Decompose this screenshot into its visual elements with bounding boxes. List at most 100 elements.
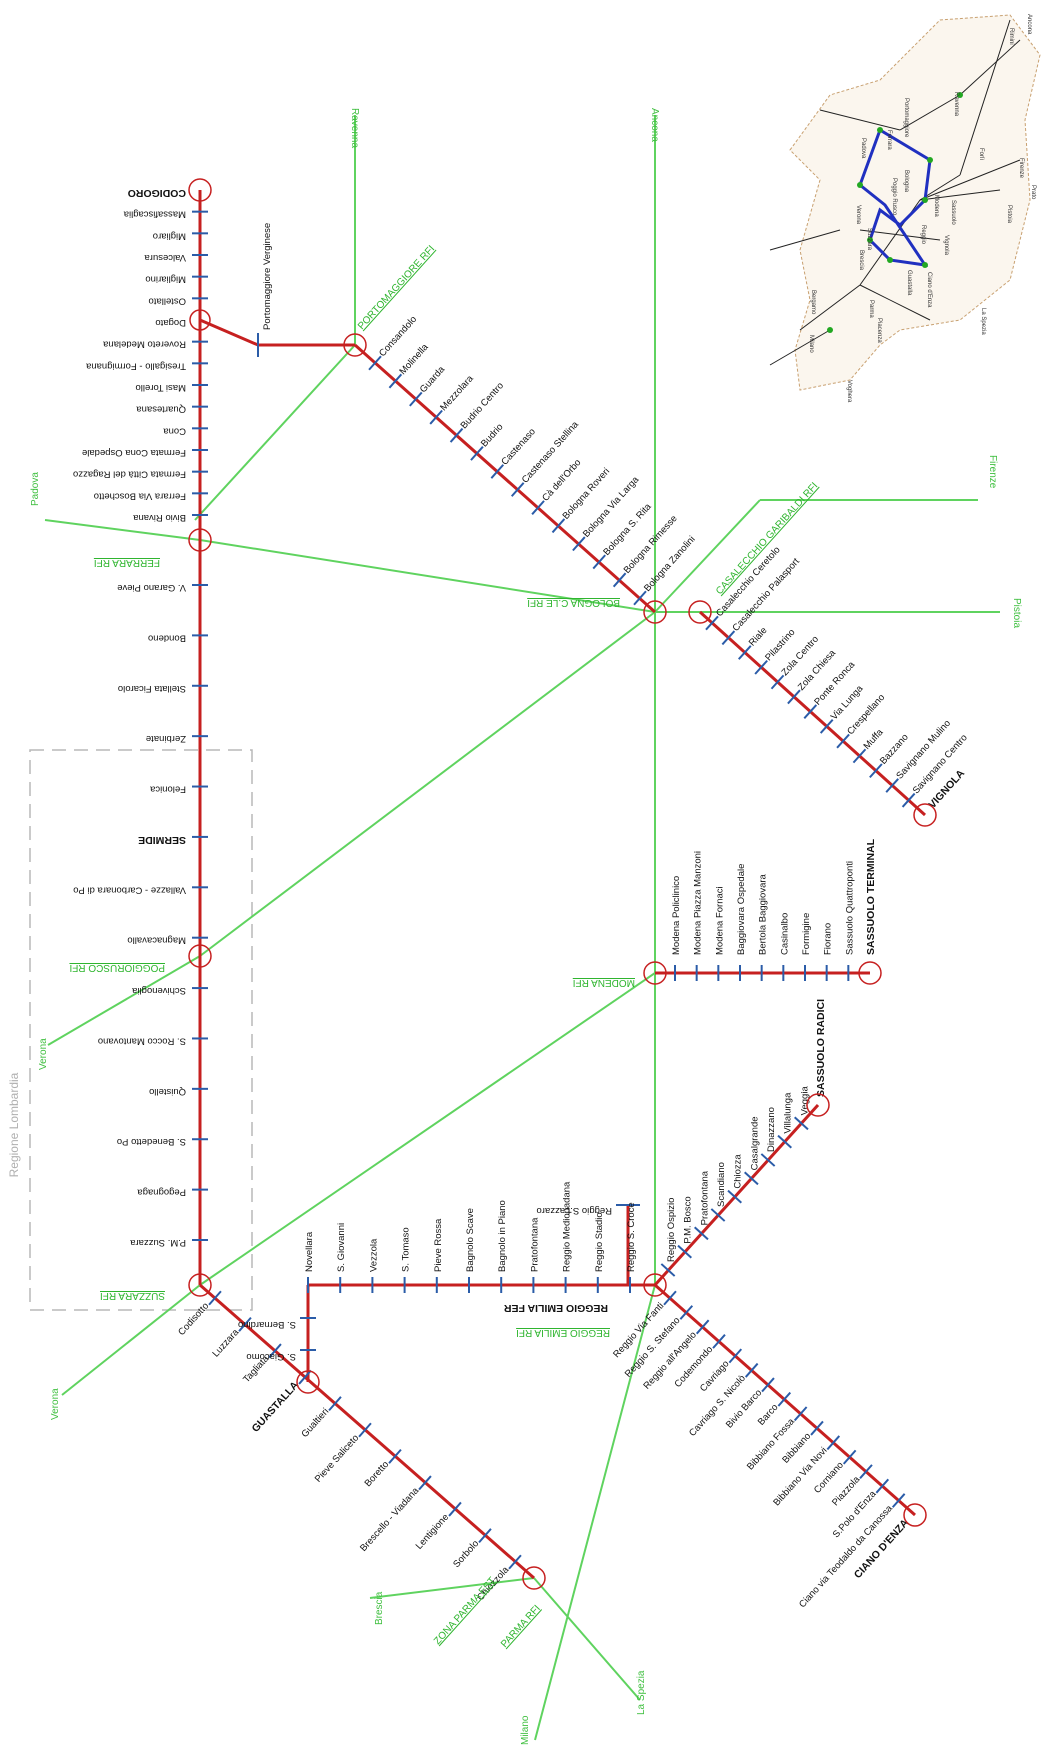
dest-milano: Milano — [520, 1715, 531, 1745]
station-bazzano-tick — [869, 763, 883, 779]
station-s-giovanni: S. Giovanni — [336, 1223, 347, 1272]
dest-pistoia: Pistoia — [1011, 598, 1022, 628]
station-codisotto-tick — [208, 1290, 222, 1306]
station-s-polo-d-enza-tick — [875, 1478, 890, 1494]
station-sermide: SERMIDE — [138, 834, 186, 846]
station-quartesana: Quartesana — [136, 404, 186, 415]
inset-region-border — [789, 14, 1041, 391]
inset-label-sassuolo: Sassuolo — [950, 200, 956, 225]
station-cavriago-s-nicol-tick — [744, 1362, 759, 1378]
dest-verona-2: Verona — [50, 1388, 61, 1420]
station-pieve-saliceto-tick — [358, 1422, 372, 1438]
rfi-label-parma: PARMA RFI — [499, 1603, 543, 1650]
station-codigoro: CODIGORO — [128, 187, 186, 199]
station-reggio-all-angelo: Reggio all'Angelo — [641, 1330, 698, 1392]
station-reggio-s-lazzaro: Reggio S.Lazzaro — [536, 1205, 612, 1216]
terminal-sassuolo-radici — [806, 1093, 830, 1117]
inset-label-pistoia: Pistoia — [1006, 205, 1012, 224]
inset-label-modena: Modena — [933, 195, 939, 217]
terminal-modena — [643, 961, 667, 985]
inset-label-prato: Prato — [1030, 185, 1036, 200]
station-bivio-barco-tick — [761, 1377, 775, 1393]
rfi-label-portomaggiore: PORTOMAGGIORE RFI — [356, 244, 437, 332]
station-p-m-bosco: P.M. Bosco — [683, 1196, 694, 1243]
station-p-m-suzzara: P.M. Suzzara — [129, 1237, 186, 1248]
station-c-dell-orbo-tick — [531, 500, 545, 516]
station-felonica: Felonica — [149, 784, 186, 795]
station-ostellato: Ostellato — [149, 295, 187, 306]
station-villalunga-tick — [777, 1134, 792, 1149]
rfi-line-ferrara-portomaggiore — [194, 344, 356, 521]
inset-label-piacenza: Piacenza — [876, 318, 882, 343]
station-migliarino: Migliarino — [145, 274, 186, 285]
station-castenaso: Castenaso — [499, 426, 538, 467]
inset-label-firenze: Firenze — [1018, 158, 1024, 179]
station-casalecchio-palasport-tick — [721, 630, 736, 646]
station-savignano-mulino: Savignano Mulino — [894, 718, 953, 781]
station-brescello-viadana: Brescello - Viadana — [358, 1485, 422, 1554]
station-bibbiano-via-novi: Bibbiano Via Novi — [771, 1445, 829, 1508]
station-reggio-ospizio: Reggio Ospizio — [666, 1198, 677, 1262]
station-casalgrande: Casalgrande — [749, 1116, 760, 1170]
station-pilastrino-tick — [754, 659, 768, 675]
station-s-rocco-mantovano: S. Rocco Mantovano — [98, 1035, 186, 1046]
inset-label-guastalla: Guastalla — [906, 270, 912, 296]
station-codemondo-tick — [712, 1333, 726, 1349]
station-dinazzano: Dinazzano — [766, 1107, 777, 1152]
station-stellata-ficarolo: Stellata Ficarolo — [118, 683, 186, 694]
station-bagnolo-scave: Bagnolo Scave — [465, 1208, 476, 1272]
station-modena-policlinico: Modena Policlinico — [671, 876, 682, 955]
station-boretto: Boretto — [363, 1459, 392, 1489]
station-consandolo-tick — [368, 355, 382, 371]
station-guarda: Guarda — [418, 364, 448, 395]
station-scandiano-tick — [710, 1208, 726, 1222]
rfi-label-suzzara: SUZZARA RFI — [100, 1290, 165, 1301]
inset-label-suzzara: Suzzara — [866, 228, 872, 251]
station-savignano-mulino-tick — [885, 778, 899, 793]
station-migliaro: Migliaro — [153, 230, 186, 241]
station-bologna-zanolini-tick — [633, 590, 647, 606]
dest-padova: Padova — [30, 472, 41, 506]
station-v-garano-pieve: V. Garano Pieve — [117, 582, 186, 593]
inset-label-ancona: Ancona — [1026, 14, 1032, 35]
rfi-label-modena: MODENA RFI — [573, 977, 635, 988]
station-labels: CODIGOROMassafiscagliaMigliaroValcesuraM… — [73, 187, 970, 1610]
station-dogato: Dogato — [155, 317, 186, 328]
rfi-line-padova — [44, 519, 201, 541]
inset-label-bologna: Bologna — [903, 170, 909, 193]
station-bibbiano-fossa-tick — [793, 1406, 808, 1422]
dest-laspezia: La Spezia — [636, 1670, 647, 1715]
inset-label-portomaggiore: Portomaggiore — [903, 98, 909, 138]
station-s-bernardino: S. Bernardino — [238, 1319, 296, 1330]
station-mezzolara-tick — [429, 409, 443, 425]
station-lentigione: Lentigione — [414, 1512, 452, 1552]
station-modena-fornaci: Modena Fornaci — [714, 886, 725, 955]
station-massafiscaglia: Massafiscaglia — [123, 209, 186, 220]
station-guastalla: GUASTALLA — [250, 1379, 302, 1435]
station-zola-chiesa-tick — [787, 689, 801, 705]
rfi-line-milano — [534, 1284, 656, 1741]
dest-firenze: Firenze — [987, 455, 998, 489]
station-s-giacomo: S. Giacomo — [246, 1351, 296, 1362]
station-boretto-tick — [388, 1448, 402, 1464]
station-fermata-citt-del-ragazzo: Fermata Città del Ragazzo — [73, 469, 186, 480]
rfi-line-laspezia — [533, 1577, 641, 1701]
inset-label-poggio-rusco: Poggio Rusco — [891, 178, 897, 216]
station-luzzara: Luzzara — [210, 1327, 241, 1360]
station-p-m-bosco-tick — [677, 1244, 692, 1259]
station-riale: Riale — [747, 625, 770, 648]
station-s-tomaso: S. Tomaso — [401, 1227, 412, 1272]
inset-label-bergamo: Bergamo — [810, 290, 816, 315]
station-cavriago-tick — [728, 1348, 743, 1364]
station-muffa-tick — [852, 748, 867, 764]
station-reggio-s-croce: Reggio S. Croce — [626, 1202, 637, 1272]
dest-ancona: Ancona — [649, 108, 660, 142]
station-luzzara-tick — [238, 1316, 252, 1332]
terminal-poggiorusco — [188, 944, 212, 968]
station-barco: Barco — [756, 1402, 781, 1428]
station-reggio-s-stefano-tick — [679, 1305, 694, 1320]
station-casinalbo: Casinalbo — [779, 913, 790, 955]
station-barco-tick — [777, 1391, 792, 1407]
station-bologna-rimesse-tick — [612, 572, 627, 588]
rfi-line-verona-1 — [47, 955, 201, 1046]
